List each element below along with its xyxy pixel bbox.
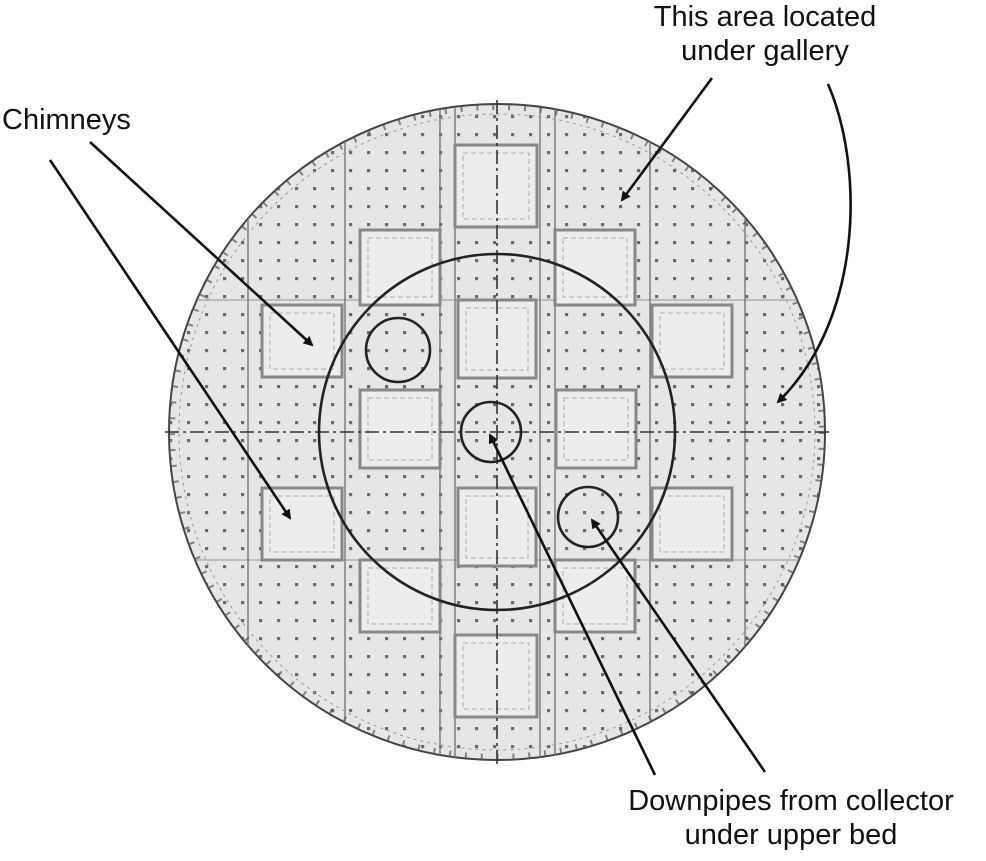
callout-arrows: [48, 77, 852, 776]
chimney-group: [260, 143, 734, 719]
chimney-inner-outline: [563, 397, 629, 461]
downpipes-label-line-2: under upper bed: [684, 819, 898, 851]
downpipe-circle-right: [556, 485, 620, 549]
downpipes-label: Downpipes from collector under upper bed: [596, 784, 986, 852]
gallery-arrow-top: [620, 77, 714, 202]
chimney-box: [650, 303, 734, 379]
downpipe-arrow-center: [488, 433, 657, 776]
chimney-box: [553, 228, 637, 307]
chimney-arrow-lower: [48, 159, 292, 520]
chimney-inner-outline: [269, 312, 335, 370]
chimney-box: [453, 633, 539, 719]
downpipe-circle-left: [364, 316, 432, 384]
chimney-inner-outline: [367, 567, 433, 625]
gallery-label-line-2: under gallery: [681, 35, 849, 67]
downpipes-label-line-1: Downpipes from collector: [628, 785, 954, 817]
chimney-box: [554, 388, 638, 470]
gallery-area-label: This area located under gallery: [600, 0, 930, 68]
gallery-arrow-side: [776, 83, 852, 404]
chimneys-label-text: Chimneys: [2, 104, 131, 136]
chimney-inner-outline: [367, 397, 433, 461]
downpipe-arrow-right: [590, 518, 767, 773]
chimney-inner-outline: [269, 495, 335, 553]
chimney-box: [260, 486, 344, 562]
chimney-box: [650, 486, 734, 562]
inner-bed-ring: [317, 252, 677, 612]
downpipe-circle-center: [459, 400, 523, 464]
chimney-inner-outline: [659, 495, 725, 553]
chimney-inner-outline: [462, 152, 530, 220]
tray-deck: [169, 104, 825, 760]
chimney-box: [453, 143, 539, 229]
chimney-box: [260, 303, 344, 379]
chimney-inner-outline: [462, 642, 530, 710]
chimney-arrow-upper: [89, 141, 314, 347]
chimney-box: [358, 388, 442, 470]
gallery-label-line-1: This area located: [653, 1, 877, 33]
chimney-inner-outline: [659, 312, 725, 370]
chimneys-label: Chimneys: [2, 103, 131, 137]
chimney-inner-outline: [367, 237, 433, 298]
